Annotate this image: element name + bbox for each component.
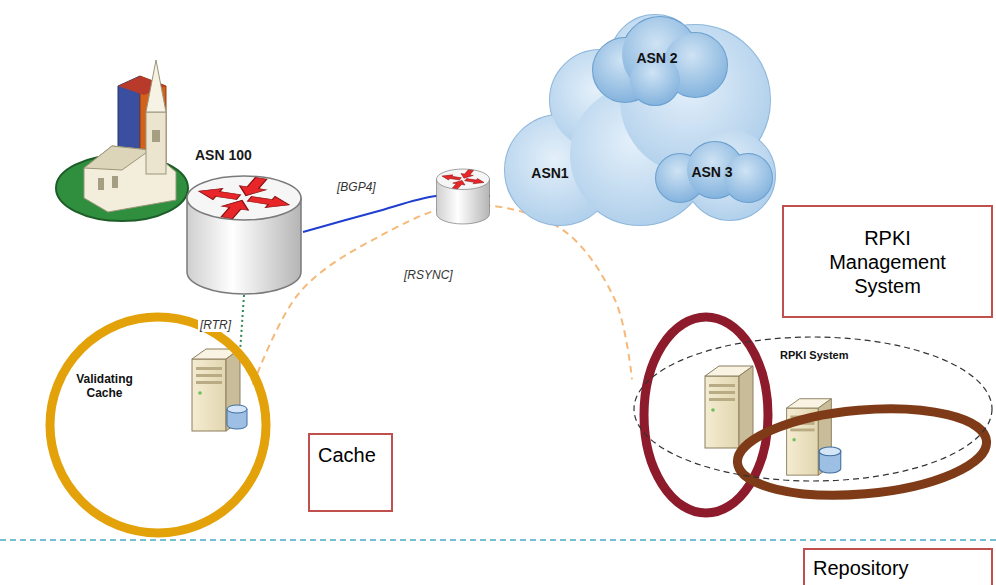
peer-router: [436, 169, 489, 224]
node-label: RPKI System: [780, 349, 890, 362]
callout-text: Repository: [813, 556, 909, 580]
border-router: [187, 176, 301, 294]
asn-cloud: ASN 3: [650, 140, 775, 205]
repository-highlight-ring: [734, 399, 990, 504]
building-illustration: [146, 60, 166, 112]
protocol-label: [RSYNC]: [402, 268, 455, 282]
network-cloud: ASN1 ASN 2 ASN 3: [490, 5, 775, 230]
repository-divider: [0, 539, 996, 541]
server-node: Validating Cache: [58, 362, 253, 437]
building-illustration: [56, 60, 188, 221]
building-illustration: [98, 178, 104, 190]
router-node: ASN 100: [185, 145, 303, 295]
cache-highlight-ring: [50, 317, 266, 533]
node-label: ASN 2: [617, 50, 697, 67]
node-label: Validating Cache: [62, 372, 147, 401]
building-illustration: [84, 146, 150, 170]
repository-database: [819, 447, 841, 473]
callout-box: Cache: [308, 433, 393, 512]
callout-box: Repository: [803, 548, 993, 585]
cache-database: [227, 405, 247, 429]
system-boundary: RPKI System: [632, 335, 994, 483]
building-illustration: [152, 130, 160, 142]
node-label: ASN 100: [195, 147, 295, 164]
node-label: ASN 3: [672, 164, 752, 181]
callout-text: RPKI Management System: [808, 226, 968, 298]
rpki-server: [705, 366, 753, 448]
boundary-ellipse: [634, 337, 992, 481]
connector: [253, 205, 632, 385]
callout-text: Cache: [318, 443, 376, 467]
protocol-label: [RTR]: [198, 318, 233, 332]
building-illustration: [146, 112, 166, 174]
asn-cloud: ASN 2: [585, 15, 730, 105]
building-illustration: [112, 176, 118, 188]
protocol-label: [BGP4]: [335, 180, 378, 194]
callout-box: RPKI Management System: [782, 205, 993, 318]
node-label: ASN1: [515, 165, 585, 182]
